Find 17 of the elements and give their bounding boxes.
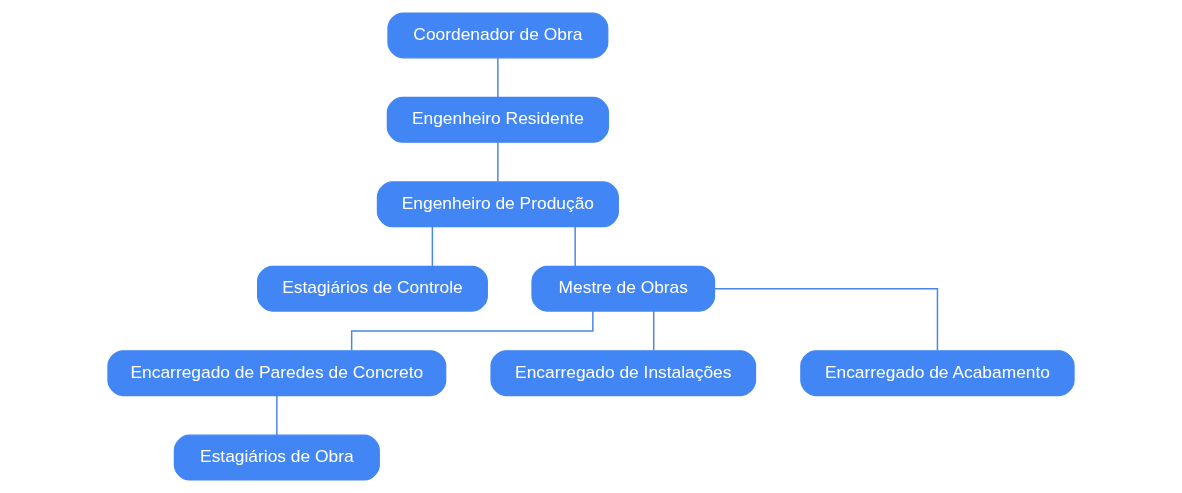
- node-box: Coordenador de Obra: [387, 12, 609, 59]
- node-box: Mestre de Obras: [531, 265, 716, 312]
- connector: [497, 57, 499, 98]
- node-box: Estagiários de Controle: [257, 265, 488, 312]
- connector: [276, 395, 278, 436]
- node-box: Engenheiro de Produção: [376, 181, 619, 228]
- connector: [350, 310, 594, 352]
- node-box: Engenheiro Residente: [386, 96, 609, 143]
- node-box: Encarregado de Acabamento: [800, 350, 1075, 397]
- connector: [431, 226, 434, 267]
- node-box: Encarregado de Paredes de Concreto: [107, 350, 447, 397]
- node-box: Encarregado de Instalações: [490, 350, 757, 397]
- connector: [652, 310, 655, 352]
- connector: [713, 287, 939, 352]
- connector: [497, 141, 499, 183]
- node-box: Estagiários de Obra: [173, 434, 380, 481]
- connector: [574, 226, 576, 267]
